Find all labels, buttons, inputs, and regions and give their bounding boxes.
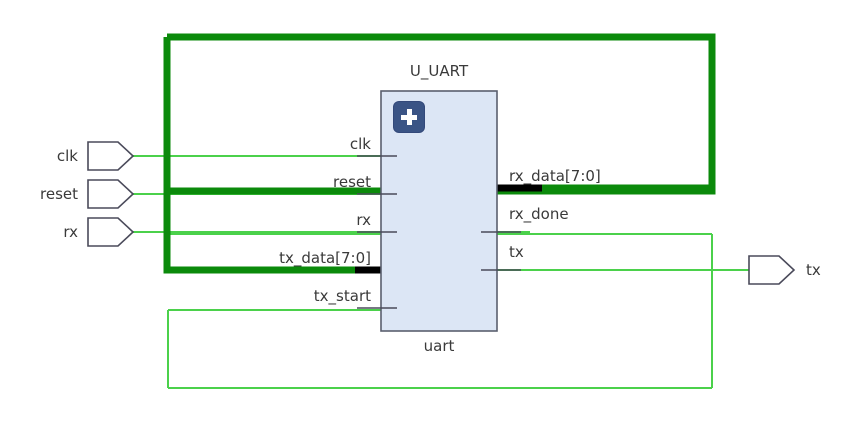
port-label-reset: reset bbox=[40, 185, 78, 203]
output-port-symbols[interactable] bbox=[748, 255, 796, 285]
port-label-rx: rx bbox=[63, 223, 78, 241]
port-label-clk: clk bbox=[56, 147, 78, 165]
port-symbol-tx-out[interactable] bbox=[748, 255, 796, 285]
pin-label-rx: rx bbox=[356, 211, 371, 229]
port-symbol-clk[interactable] bbox=[87, 141, 135, 171]
pin-label-tx: tx bbox=[509, 243, 524, 261]
block-pin-stubs bbox=[357, 155, 521, 309]
instance-type-label: uart bbox=[423, 337, 455, 355]
pin-label-rx-done: rx_done bbox=[509, 205, 569, 223]
pin-label-rx-data: rx_data[7:0] bbox=[509, 167, 601, 185]
pin-label-tx-data: tx_data[7:0] bbox=[279, 249, 371, 267]
pin-label-tx-start: tx_start bbox=[313, 287, 371, 305]
port-label-tx-out: tx bbox=[806, 261, 821, 279]
port-symbol-reset[interactable] bbox=[87, 179, 135, 209]
instance-name-label: U_UART bbox=[409, 62, 469, 80]
input-port-symbols[interactable] bbox=[87, 141, 135, 247]
expand-plus-icon[interactable] bbox=[394, 102, 424, 132]
port-symbol-rx[interactable] bbox=[87, 217, 135, 247]
pin-label-reset: reset bbox=[333, 173, 371, 191]
pin-label-clk: clk bbox=[349, 135, 371, 153]
